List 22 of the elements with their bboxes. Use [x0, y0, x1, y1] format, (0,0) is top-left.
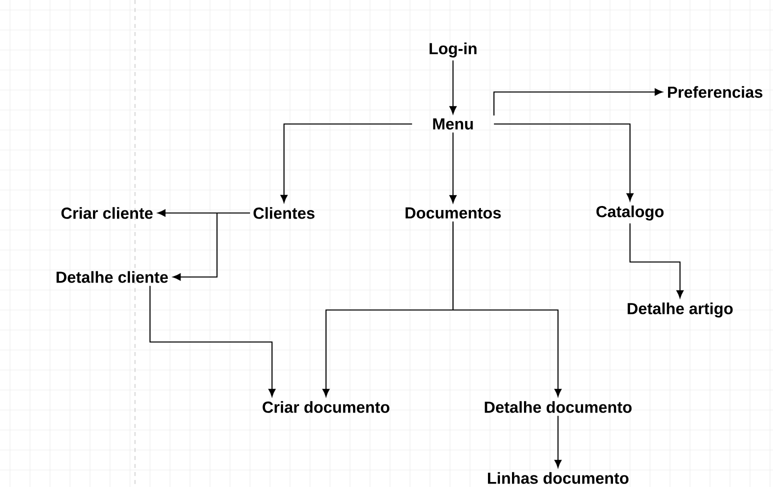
arrow — [554, 416, 562, 468]
arrow — [149, 286, 276, 397]
node-label: Catalogo — [596, 206, 664, 220]
node-label: Log-in — [430, 42, 476, 58]
node-label: Preferencias — [668, 86, 762, 98]
node-label: Detalhe cliente — [56, 271, 168, 283]
node-label: Clientes — [254, 207, 314, 219]
node-label: Menu — [433, 118, 473, 130]
node-label: Linhas documento — [488, 472, 628, 484]
arrow — [449, 132, 457, 204]
node-label: Criar documento — [262, 401, 390, 413]
arrow — [449, 60, 457, 114]
arrow — [493, 88, 663, 116]
arrow — [494, 123, 634, 202]
node-label: Documentos — [406, 207, 501, 219]
node-label: Criar cliente — [61, 207, 153, 219]
node-label: Detalhe documento — [484, 401, 632, 413]
arrow — [452, 222, 562, 397]
arrow — [172, 212, 250, 281]
arrow — [280, 123, 412, 203]
arrow — [629, 223, 684, 298]
node-label: Detalhe artigo — [628, 302, 733, 318]
